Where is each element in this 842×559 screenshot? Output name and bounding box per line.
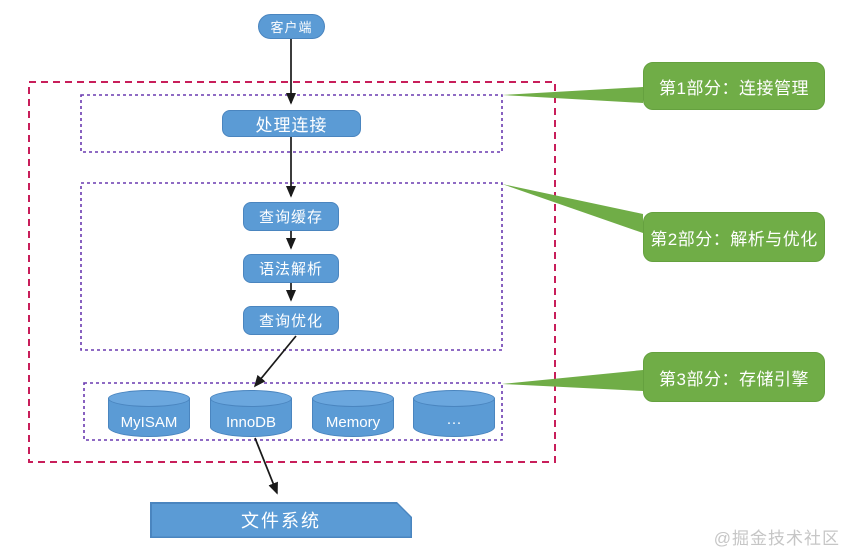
node-client-label: 客户端 <box>270 20 313 35</box>
cylinder-top <box>312 390 394 407</box>
node-file-system-label: 文件系统 <box>241 511 321 531</box>
node-query-cache: 查询缓存 <box>243 202 339 231</box>
callout-part3-storage-engine: 第3部分：存储引擎 <box>643 352 825 402</box>
cylinder-innodb: InnoDB <box>210 390 292 437</box>
callout-tail-2 <box>502 184 643 233</box>
node-handle-connection-label: 处理连接 <box>255 116 328 135</box>
node-query-optimize-label: 查询优化 <box>258 313 323 330</box>
cylinder-memory-label: Memory <box>325 413 381 431</box>
cylinder-top <box>108 390 190 407</box>
node-query-optimize: 查询优化 <box>243 306 339 335</box>
cylinder-innodb-label: InnoDB <box>225 413 277 431</box>
node-file-system: 文件系统 <box>150 502 412 538</box>
cylinder-myisam: MyISAM <box>108 390 190 437</box>
callout-part1-label: 第1部分：连接管理 <box>659 78 809 98</box>
cylinder-other-engines-label: ··· <box>446 413 462 431</box>
node-syntax-parse-label: 语法解析 <box>258 261 323 278</box>
callout-tail-3 <box>502 370 643 391</box>
cylinder-myisam-label: MyISAM <box>120 413 178 431</box>
arrow-query-optimize-to-innodb <box>253 335 297 388</box>
cylinder-memory: Memory <box>312 390 394 437</box>
cylinder-top <box>210 390 292 407</box>
server-boundary-dashed-box <box>28 81 556 463</box>
node-syntax-parse: 语法解析 <box>243 254 339 283</box>
node-client: 客户端 <box>258 14 325 39</box>
juejin-watermark: @掘金技术社区 <box>713 529 840 548</box>
cylinder-top <box>413 390 495 407</box>
callout-tail-1 <box>502 87 643 103</box>
node-file-system-inner: 文件系统 <box>152 504 411 537</box>
cylinder-other-engines: ··· <box>413 390 495 437</box>
node-query-cache-label: 查询缓存 <box>258 209 323 226</box>
callout-part1-connection-management: 第1部分：连接管理 <box>643 62 825 110</box>
callout-part2-label: 第2部分：解析与优化 <box>650 229 818 249</box>
callout-part3-label: 第3部分：存储引擎 <box>659 369 809 389</box>
section3-dashed-box <box>83 382 503 441</box>
arrow-innodb-to-file-system <box>254 437 278 495</box>
callout-part2-parse-and-optimize: 第2部分：解析与优化 <box>643 212 825 262</box>
node-handle-connection: 处理连接 <box>222 110 361 137</box>
